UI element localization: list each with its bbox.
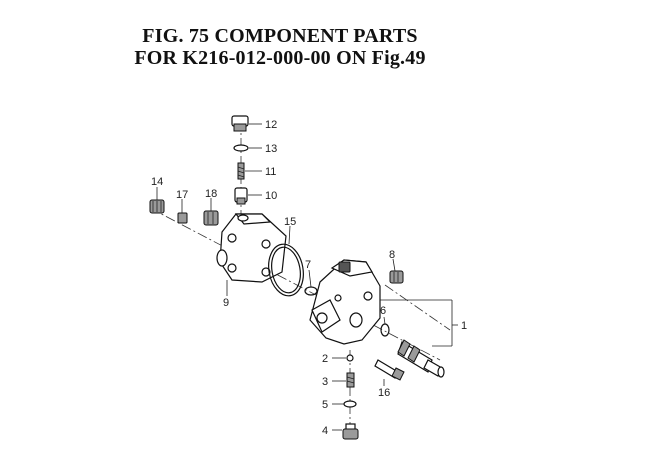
callout-2: 2 [322, 353, 328, 365]
part-17-small-nut [177, 212, 188, 224]
part-18-nut [203, 210, 219, 226]
part-11-spring [237, 162, 245, 180]
part-15-large-o-ring [268, 243, 304, 297]
valve-body [309, 259, 381, 345]
part-9-cover-body [216, 213, 287, 283]
part-13-o-ring [233, 144, 249, 152]
axis-line-right [384, 284, 451, 331]
callout-8: 8 [389, 249, 395, 261]
callout-6: 6 [380, 305, 386, 317]
part-5-washer [343, 400, 357, 408]
part-10-poppet [234, 187, 248, 205]
callout-3: 3 [322, 376, 328, 388]
part-8-plug [389, 270, 404, 284]
callout-12: 12 [265, 119, 277, 131]
part-14-nut [149, 199, 165, 214]
part-2-ball [346, 354, 354, 362]
callout-13: 13 [265, 143, 277, 155]
callout-1: 1 [461, 320, 467, 332]
axis-line-horizontal [149, 207, 441, 361]
callout-14: 14 [151, 176, 163, 188]
callout-9: 9 [223, 297, 229, 309]
part-1-cartridge [397, 339, 445, 378]
callout-5: 5 [322, 399, 328, 411]
callout-11: 11 [265, 166, 276, 178]
callout-7: 7 [305, 259, 311, 271]
part-16-bolt [374, 359, 405, 381]
part-4-plug [342, 423, 359, 440]
part-7-o-ring [304, 286, 318, 296]
callout-10: 10 [265, 190, 277, 202]
callout-18: 18 [205, 188, 217, 200]
figure-title-line-2: FOR K216-012-000-00 ON Fig.49 [134, 47, 426, 69]
part-12-plug [231, 115, 249, 132]
callout-15: 15 [284, 216, 296, 228]
callout-16: 16 [378, 387, 390, 399]
figure-title-line-1: FIG. 75 COMPONENT PARTS [142, 25, 418, 47]
callout-4: 4 [322, 425, 328, 437]
part-6-o-ring [380, 323, 390, 337]
callout-17: 17 [176, 189, 188, 201]
part-3-spring [346, 372, 355, 388]
